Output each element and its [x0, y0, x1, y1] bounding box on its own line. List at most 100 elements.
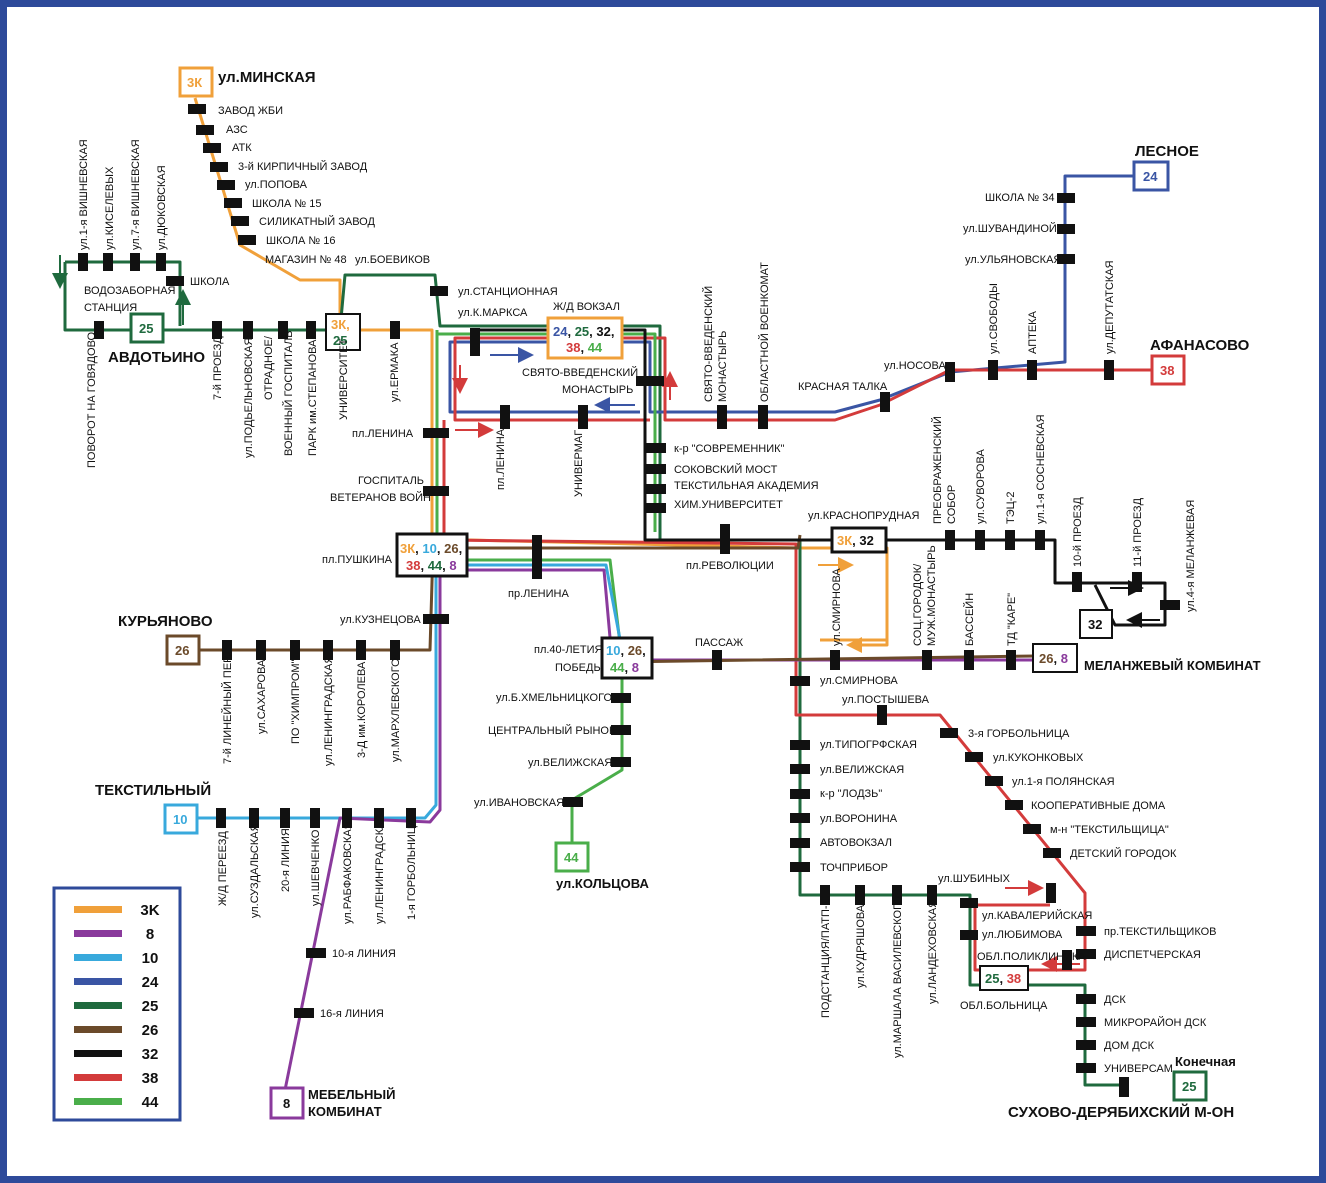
stop-label: БАССЕЙН: [963, 593, 976, 646]
stop-label: ул.ЛАНДЕХОВСКАЯ: [927, 900, 939, 1004]
stop-label: ул.ПОПОВА: [245, 179, 308, 191]
stop-label: 3-й КИРПИЧНЫЙ ЗАВОД: [238, 160, 368, 173]
stop-marker: [1027, 360, 1037, 380]
place-kuryanovo: КУРЬЯНОВО: [118, 613, 213, 630]
stop-marker: [578, 405, 588, 429]
place-minskaya: ул.МИНСКАЯ: [218, 69, 316, 86]
stop-label: ул.ДЕПУТАТСКАЯ: [1104, 260, 1116, 354]
box-avdotino-label: 25: [139, 321, 153, 336]
stop-marker: [940, 728, 958, 738]
stop-marker: [830, 650, 840, 670]
stop-label: ПРЕОБРАЖЕНСКИЙ: [931, 416, 944, 524]
route-44-top: [437, 332, 657, 532]
box-mebel-label: 8: [283, 1096, 290, 1111]
stop-markers: [78, 104, 1180, 1097]
stop-marker: [249, 808, 259, 828]
stop-marker: [1062, 950, 1072, 970]
legend-label-25: 25: [142, 998, 159, 1015]
stop-label: ул.ЛЕНИНГРАДСКАЯ: [323, 656, 335, 766]
stop-label: 3-я ГОРБОЛЬНИЦА: [968, 728, 1070, 740]
stop-marker: [1057, 254, 1075, 264]
stop-label: ул.НОСОВА: [884, 360, 946, 372]
stop-marker: [646, 503, 666, 513]
stop-label: ул.1-я СОСНЕВСКАЯ: [1035, 414, 1047, 524]
stop-label: м-н "ТЕКСТИЛЬЩИЦА": [1050, 824, 1169, 836]
stop-label: ул.1-я ПОЛЯНСКАЯ: [1012, 776, 1115, 788]
stop-label: ОБЛ.ПОЛИКЛИНИКА: [977, 951, 1086, 963]
stop-label: ЦЕНТРАЛЬНЫЙ РЫНОК: [488, 724, 616, 737]
stop-marker: [927, 885, 937, 905]
stop-label: ПАССАЖ: [695, 637, 743, 649]
box-minskaya: [178, 66, 214, 98]
stop-label: МОНАСТЫРЬ: [562, 384, 633, 396]
stop-label: ул.ПОСТЫШЕВА: [842, 694, 930, 706]
stop-marker: [217, 180, 235, 190]
stop-label: ТЕКСТИЛЬНАЯ АКАДЕМИЯ: [674, 480, 819, 492]
legend-label-32: 32: [142, 1046, 159, 1063]
stop-marker: [1046, 883, 1056, 903]
legend-swatch-44: [74, 1098, 122, 1105]
stop-label: ул.СТАНЦИОННАЯ: [458, 286, 558, 298]
direction-arrows: [52, 255, 1160, 972]
box-melanzh: [1032, 643, 1078, 673]
stop-marker: [922, 650, 932, 670]
stop-marker: [306, 321, 316, 339]
stop-label: СОЦ.ГОРОДОК/: [912, 563, 924, 646]
stop-marker: [342, 808, 352, 828]
stop-marker: [646, 484, 666, 494]
stop-marker: [790, 813, 810, 823]
stop-marker: [1160, 600, 1180, 610]
legend-swatch-10: [74, 954, 122, 961]
stop-label: ул.КРАСНОПРУДНАЯ: [808, 510, 920, 522]
place-names: ул.МИНСКАЯ АВДОТЬИНО ЛЕСНОЕ АФАНАСОВО КУ…: [95, 69, 1261, 1121]
stop-label: ул.МАРХЛЕВСКОГО: [390, 658, 402, 762]
stop-label: ул.ВЕЛИЖСКАЯ: [820, 764, 904, 776]
stop-marker: [1023, 824, 1041, 834]
stop-marker: [196, 125, 214, 135]
hub-boxes: 3К 25 3К, 25 24 38 24, 25, 32, 38, 44 3К…: [129, 66, 1208, 1120]
legend-label-8: 8: [146, 926, 154, 943]
stop-label: ул.4-я МЕЛАНЖЕВАЯ: [1185, 500, 1197, 612]
stop-label: ул.7-я ВИШНЕВСКАЯ: [130, 139, 142, 250]
stop-label: пл.ПУШКИНА: [322, 554, 393, 566]
box-sukhovo-label: 25: [1182, 1079, 1196, 1094]
stop-marker: [988, 360, 998, 380]
stop-label: ул.СУЗДАЛЬСКАЯ: [249, 823, 261, 918]
stop-marker: [94, 321, 104, 339]
svg-text:25, 38: 25, 38: [985, 971, 1021, 986]
legend-label-26: 26: [142, 1022, 159, 1039]
box-tekstilny: [163, 803, 199, 835]
stop-labels-vertical: ул.1-я ВИШНЕВСКАЯ ул.КИСЕЛЕВЫХ ул.7-я ВИ…: [78, 139, 1197, 1058]
stop-label: ул.КИСЕЛЕВЫХ: [104, 166, 116, 250]
stop-label: пр.ТЕКСТИЛЬЩИКОВ: [1104, 926, 1217, 938]
place-melanzh: МЕЛАНЖЕВЫЙ КОМБИНАТ: [1084, 658, 1261, 673]
stop-marker: [717, 405, 727, 429]
stop-label: ул.КУДРЯШОВА: [855, 904, 867, 988]
stop-marker: [224, 198, 242, 208]
stop-marker: [256, 640, 266, 660]
place-afanasovo: АФАНАСОВО: [1150, 337, 1250, 354]
stop-marker: [1104, 360, 1114, 380]
stop-label: ул.УЛЬЯНОВСКАЯ: [965, 254, 1061, 266]
stop-label: ул.ШУВАНДИНОЙ: [963, 222, 1057, 235]
stop-marker: [611, 693, 631, 703]
legend-swatch-26: [74, 1026, 122, 1033]
stop-marker: [646, 464, 666, 474]
stop-marker: [423, 428, 449, 438]
stop-marker: [611, 725, 631, 735]
stop-label: СВЯТО-ВВЕДЕНСКИЙ: [702, 286, 715, 402]
svg-text:44, 8: 44, 8: [610, 660, 639, 675]
stop-marker: [222, 640, 232, 660]
place-mebel2: КОМБИНАТ: [308, 1104, 382, 1119]
stop-label: 10-я ЛИНИЯ: [332, 948, 396, 960]
stop-label: пл.РЕВОЛЮЦИИ: [686, 560, 774, 572]
stop-label: ТЭЦ-2: [1005, 491, 1017, 524]
legend-swatch-24: [74, 978, 122, 985]
box-afanasovo: [1150, 354, 1186, 386]
stop-marker: [892, 885, 902, 905]
stop-label: пр.ЛЕНИНА: [508, 588, 569, 600]
stop-label: МАГАЗИН № 48: [265, 254, 347, 266]
stop-label: 7-й ЛИНЕЙНЫЙ ПЕР.: [221, 655, 234, 765]
box-kuryanovo-label: 26: [175, 643, 189, 658]
